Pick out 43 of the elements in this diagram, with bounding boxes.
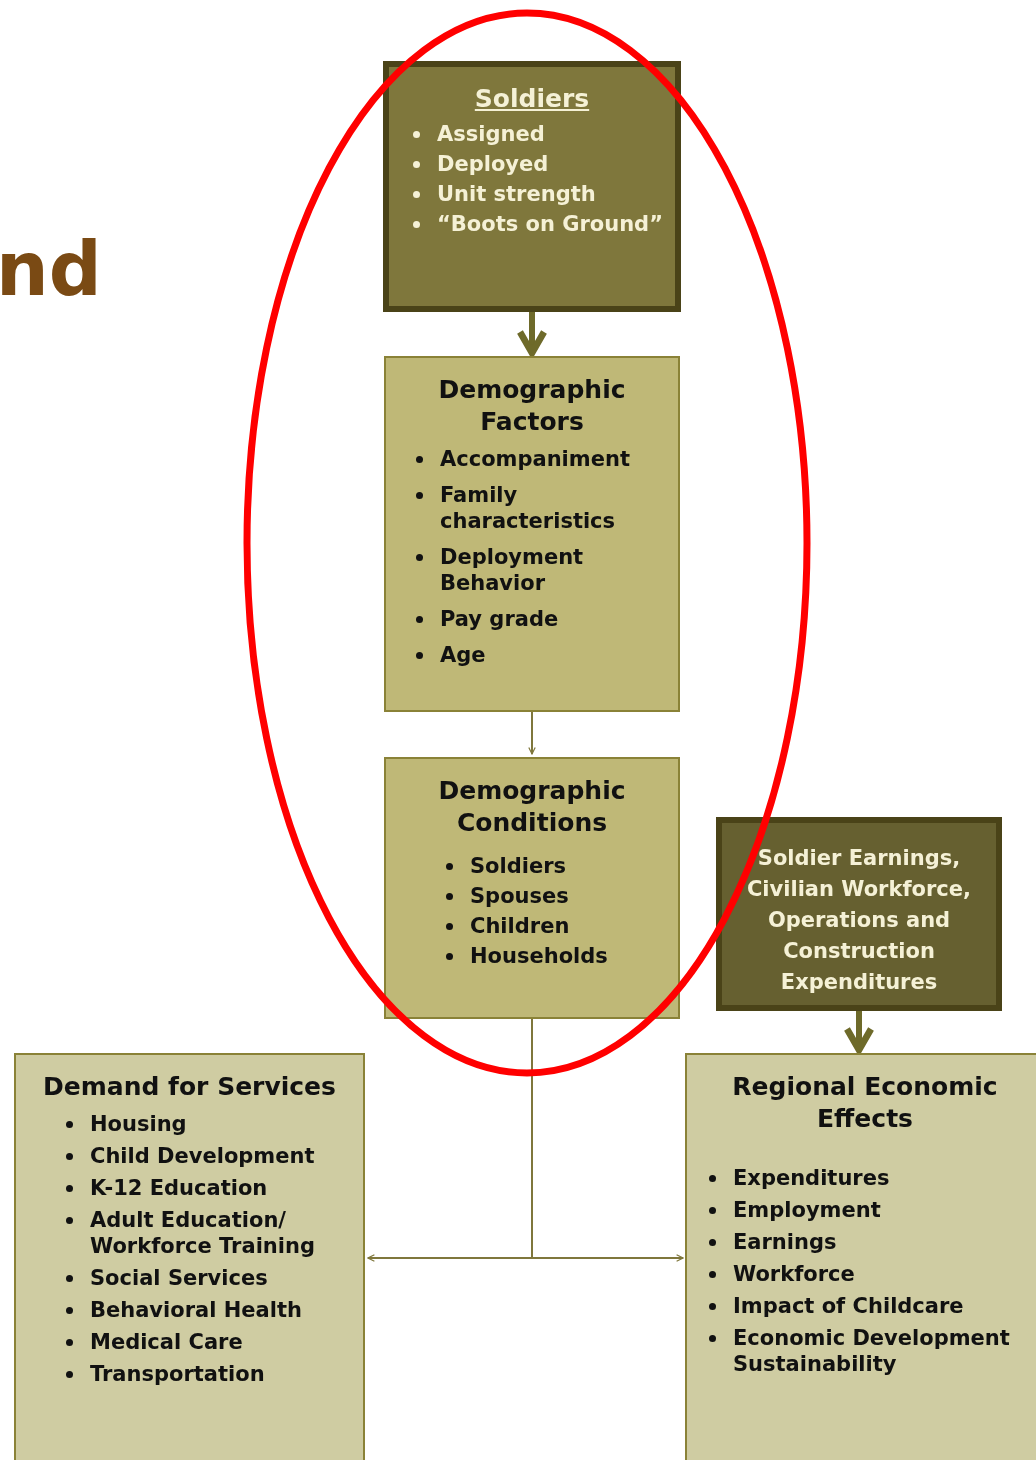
- arrow: [528, 711, 536, 755]
- bullet-item: Transportation: [62, 1361, 355, 1387]
- bullet-item: Impact of Childcare: [705, 1293, 1035, 1319]
- bullet-item: Child Development: [62, 1143, 355, 1169]
- bullet-item: Workforce: [705, 1261, 1035, 1287]
- bullet-item: Soldiers: [442, 853, 670, 879]
- box-heading: Demand for Services: [42, 1071, 337, 1103]
- title-fragment: nd: [0, 232, 102, 306]
- process-box: [384, 757, 680, 1019]
- process-box: [383, 61, 681, 312]
- box-heading: Demographic Factors: [437, 374, 627, 438]
- bullet-item: Assigned: [409, 121, 667, 147]
- bullet-item: Pay grade: [412, 606, 670, 632]
- bullet-item: Expenditures: [705, 1165, 1035, 1191]
- bullet-item: Economic Development Sustainability: [705, 1325, 1035, 1377]
- bullet-item: Earnings: [705, 1229, 1035, 1255]
- bullet-item: Adult Education/ Workforce Training: [62, 1207, 355, 1259]
- bullet-item: Deployed: [409, 151, 667, 177]
- bullet-item: Medical Care: [62, 1329, 355, 1355]
- bullet-item: Behavioral Health: [62, 1297, 355, 1323]
- process-box: [384, 356, 680, 712]
- bullet-item: Children: [442, 913, 670, 939]
- bullet-item: “Boots on Ground”: [409, 211, 667, 237]
- process-box: [14, 1053, 365, 1460]
- bullet-item: Unit strength: [409, 181, 667, 207]
- arrow: [516, 312, 548, 357]
- arrow: [843, 1011, 875, 1054]
- bullet-item: Spouses: [442, 883, 670, 909]
- bullet-item: Deployment Behavior: [412, 544, 670, 596]
- bullet-item: Social Services: [62, 1265, 355, 1291]
- bullet-item: Housing: [62, 1111, 355, 1137]
- box-heading: Regional Economic Effects: [731, 1071, 999, 1135]
- bullet-item: Age: [412, 642, 670, 668]
- bullet-item: K-12 Education: [62, 1175, 355, 1201]
- box-heading: Demographic Conditions: [437, 775, 627, 839]
- box-heading: Soldier Earnings, Civilian Workforce, Operations and Construction Expenditures: [745, 845, 973, 996]
- bullet-item: Households: [442, 943, 670, 969]
- process-box: [685, 1053, 1036, 1460]
- box-heading: Soldiers: [473, 83, 591, 115]
- bullet-item: Accompaniment: [412, 446, 670, 472]
- bullet-item: Family characteristics: [412, 482, 670, 534]
- process-box: [716, 817, 1002, 1011]
- bullet-item: Employment: [705, 1197, 1035, 1223]
